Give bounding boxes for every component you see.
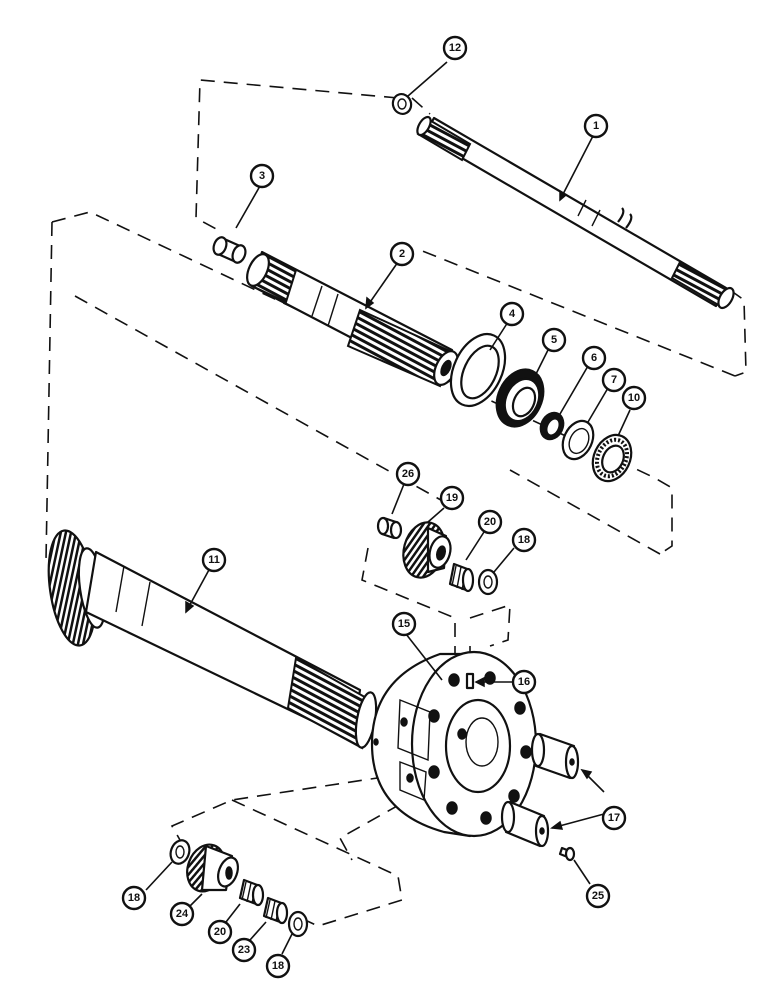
callout-19: 19 xyxy=(439,485,465,511)
callout-18-lower-label: 18 xyxy=(272,960,284,972)
part-4-seal xyxy=(449,321,509,408)
callout-20-upper: 20 xyxy=(477,509,503,535)
callout-6: 6 xyxy=(581,345,607,371)
callout-16: 16 xyxy=(511,669,537,695)
part-15-carrier-housing xyxy=(370,633,538,838)
callout-15-label: 15 xyxy=(398,618,410,630)
callout-4: 4 xyxy=(499,301,525,327)
callout-25-label: 25 xyxy=(592,890,604,902)
part-18-washer-left xyxy=(145,839,191,891)
callout-18-upper: 18 xyxy=(511,527,537,553)
callout-19-label: 19 xyxy=(446,492,458,504)
callout-11-label: 11 xyxy=(208,554,220,566)
callout-18-lower: 18 xyxy=(265,953,291,979)
callout-3: 3 xyxy=(249,163,275,189)
callout-23-label: 23 xyxy=(238,944,250,956)
callout-24: 24 xyxy=(169,901,195,927)
callout-5-label: 5 xyxy=(551,334,557,346)
callout-18-left-label: 18 xyxy=(128,892,140,904)
callout-2-label: 2 xyxy=(399,248,405,260)
callout-7: 7 xyxy=(601,367,627,393)
part-7-washer xyxy=(561,387,609,461)
callout-20-lower: 20 xyxy=(207,919,233,945)
part-17-pins xyxy=(500,732,605,848)
part-18-washer-lower xyxy=(281,910,309,955)
part-5-bearing xyxy=(495,345,551,428)
callout-1: 1 xyxy=(583,113,609,139)
callout-4-label: 4 xyxy=(509,308,516,320)
callout-10: 10 xyxy=(621,385,647,411)
callout-16-label: 16 xyxy=(518,676,530,688)
part-25-screw xyxy=(558,846,591,885)
part-18-washer-upper xyxy=(477,547,515,596)
callout-6-label: 6 xyxy=(591,352,597,364)
callout-12-label: 12 xyxy=(449,42,461,54)
callout-7-label: 7 xyxy=(611,374,617,386)
part-1-input-shaft xyxy=(416,115,735,310)
callout-25: 25 xyxy=(585,883,611,909)
callout-2: 2 xyxy=(389,241,415,267)
part-2-output-shaft xyxy=(246,250,459,388)
part-23-needle-bearing xyxy=(249,896,289,941)
part-19-gear xyxy=(402,507,452,579)
part-3-bushing xyxy=(212,185,261,264)
callout-20-upper-label: 20 xyxy=(484,516,496,528)
callout-26: 26 xyxy=(395,461,421,487)
callout-24-label: 24 xyxy=(176,908,189,920)
callout-17: 17 xyxy=(601,805,627,831)
callout-18-left: 18 xyxy=(121,885,147,911)
callout-5: 5 xyxy=(541,327,567,353)
part-11-gear-shaft xyxy=(47,529,378,750)
callout-15: 15 xyxy=(391,611,417,637)
callout-1-label: 1 xyxy=(593,120,599,132)
part-20-needle-bearing-lower xyxy=(225,878,265,923)
part-26-bushing xyxy=(376,483,405,540)
callout-23: 23 xyxy=(231,937,257,963)
part-12-snap-ring xyxy=(391,61,448,115)
callout-17-label: 17 xyxy=(608,812,620,824)
callout-26-label: 26 xyxy=(402,468,414,480)
part-6-snap-ring xyxy=(539,365,589,441)
callout-3-label: 3 xyxy=(259,170,265,182)
callout-11: 11 xyxy=(201,547,227,573)
part-24-planet-gear xyxy=(186,843,239,907)
callout-10-label: 10 xyxy=(628,392,640,404)
callout-12: 12 xyxy=(442,35,468,61)
part-16-pin xyxy=(465,672,514,690)
part-20-needle-bearing-upper xyxy=(448,531,485,593)
callout-20-lower-label: 20 xyxy=(214,926,226,938)
assembly-lines xyxy=(45,79,747,927)
part-10-thrust-bearing xyxy=(591,409,633,483)
callout-18-upper-label: 18 xyxy=(518,534,530,546)
